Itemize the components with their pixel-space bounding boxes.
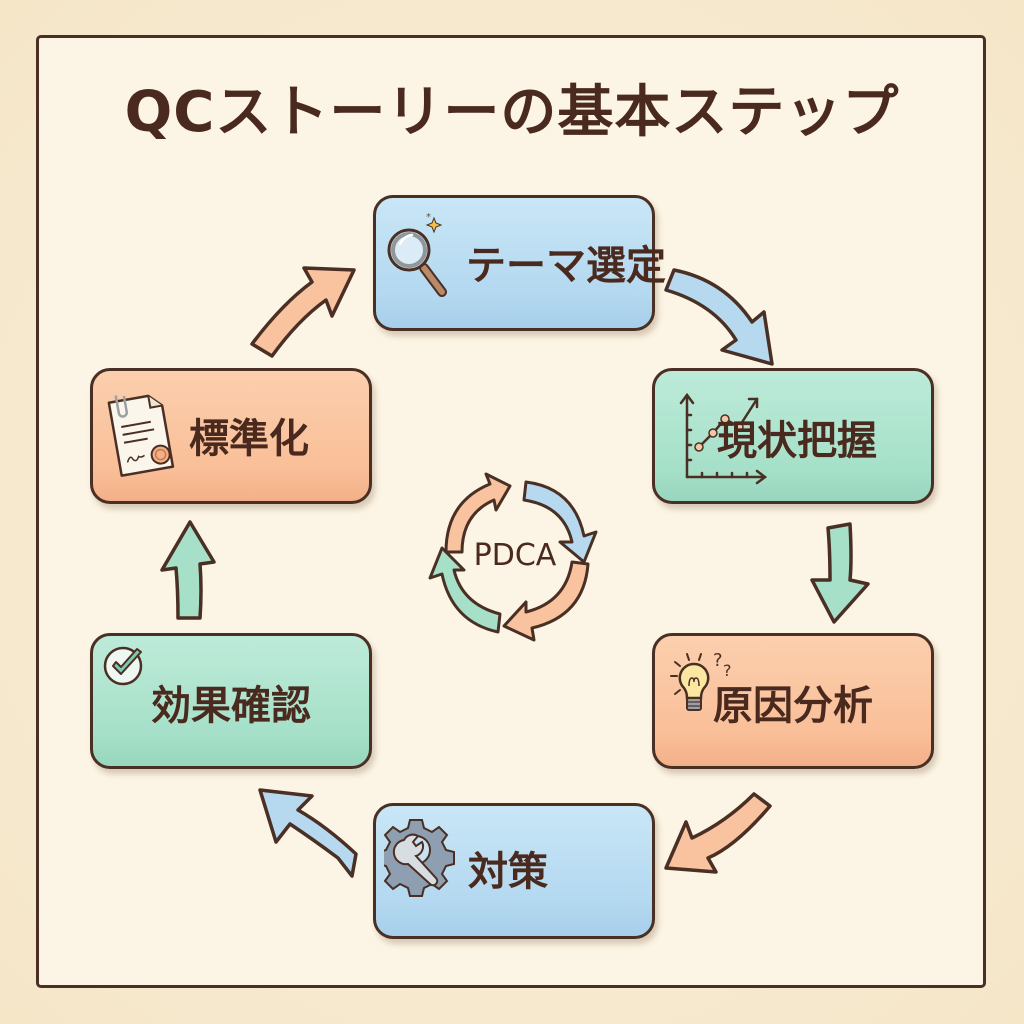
step-label: 効果確認 (151, 683, 311, 729)
step-current-situation: 現状把握 (652, 368, 934, 504)
step-cause-analysis: ? ? 原因分析 (652, 633, 934, 769)
step-effect-confirmation: 効果確認 (90, 633, 372, 769)
check-circle-icon (103, 646, 143, 686)
flow-arrow-standardization-to-theme (250, 266, 356, 358)
flow-arrow-theme-to-situation (664, 268, 774, 366)
svg-text:*: * (426, 212, 431, 223)
step-label: 現状把握 (717, 418, 877, 464)
cycle-arrow-act (428, 546, 502, 634)
flow-arrow-effect-to-standardization (160, 520, 216, 620)
gear-wrench-icon (384, 819, 455, 897)
flow-arrow-situation-to-cause (810, 522, 870, 624)
magnifier-icon: * (387, 212, 447, 297)
step-standardization: 標準化 (90, 368, 372, 504)
step-theme-selection: * テーマ選定 (373, 195, 666, 331)
lightbulb-icon: ? ? (670, 650, 732, 711)
svg-text:?: ? (713, 650, 723, 671)
diagram-title: QCストーリーの基本ステップ (124, 80, 900, 145)
line-chart-icon (679, 392, 767, 485)
svg-text:?: ? (723, 661, 732, 680)
cycle-arrow-check (502, 560, 590, 642)
cycle-arrow-plan (444, 472, 512, 554)
step-label: 標準化 (189, 416, 309, 462)
step-countermeasures: 対策 (373, 803, 655, 939)
flow-arrow-countermeasure-to-effect (258, 788, 358, 878)
step-label: テーマ選定 (466, 243, 666, 289)
pdca-label: PDCA (473, 537, 557, 573)
step-label: 対策 (468, 849, 548, 895)
pdca-cycle: PDCA (420, 460, 610, 650)
document-icon (107, 394, 175, 477)
flow-arrow-cause-to-countermeasure (664, 792, 772, 874)
step-label: 原因分析 (713, 683, 873, 729)
